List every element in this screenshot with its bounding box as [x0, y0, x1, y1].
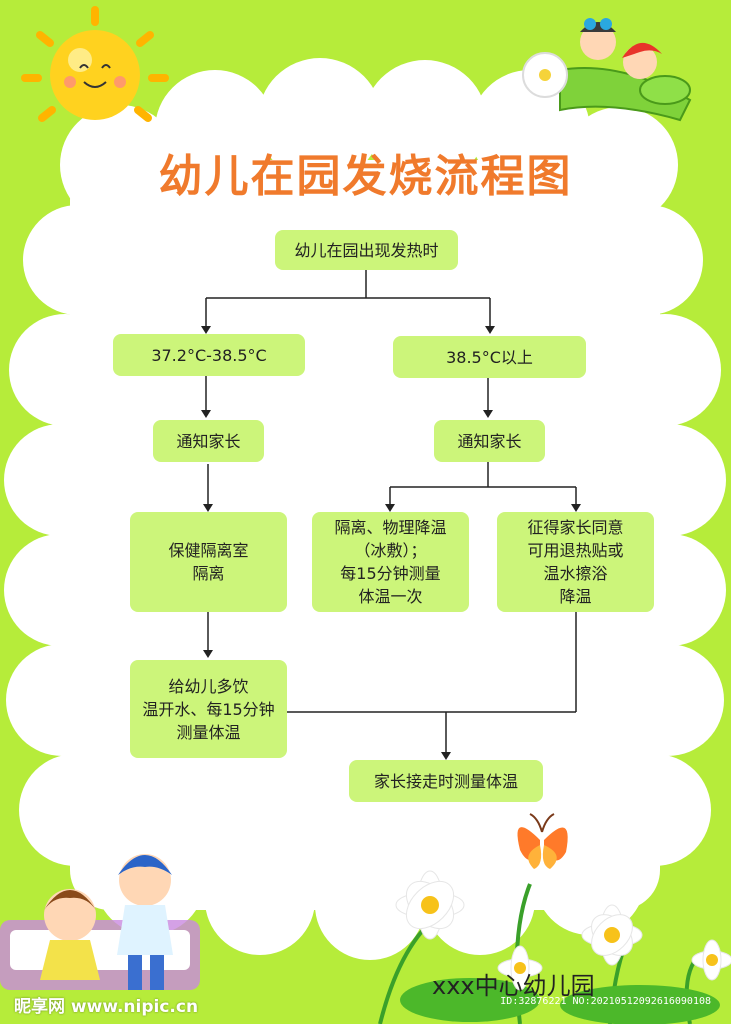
temp-mild-node: 37.2°C-38.5°C: [113, 334, 305, 376]
flowers-icon: [378, 870, 731, 1024]
page-title: 幼儿在园发烧流程图: [158, 151, 573, 202]
sun-icon: [21, 6, 169, 122]
notify-parent-left-node: 通知家长: [153, 420, 264, 462]
drink-water-node: 给幼儿多饮 温开水、每15分钟 测量体温: [130, 660, 287, 758]
start-node: 幼儿在园出现发热时: [275, 230, 458, 270]
flow-connectors: [205, 270, 577, 756]
temp-high-node: 38.5°C以上: [393, 336, 586, 378]
flow-arrowheads: [201, 326, 581, 760]
butterfly-icon: [517, 813, 568, 869]
isolation-room-node: 保健隔离室 隔离: [130, 512, 287, 612]
notify-parent-right-node: 通知家长: [434, 420, 545, 462]
end-node: 家长接走时测量体温: [349, 760, 543, 802]
parent-consent-node: 征得家长同意 可用退热贴或 温水擦浴 降温: [497, 512, 654, 612]
airplane-kids-icon: [522, 18, 692, 122]
kindergarten-name: xxx中心幼儿园: [432, 972, 595, 1000]
physical-cooling-node: 隔离、物理降温 （冰敷）； 每15分钟测量 体温一次: [312, 512, 469, 612]
watermark-left: 昵享网 www.nipic.cn: [14, 997, 199, 1017]
watermark-right: ID:32876221 NO:20210512092616090108: [500, 996, 711, 1007]
kids-reading-icon: [0, 854, 200, 990]
